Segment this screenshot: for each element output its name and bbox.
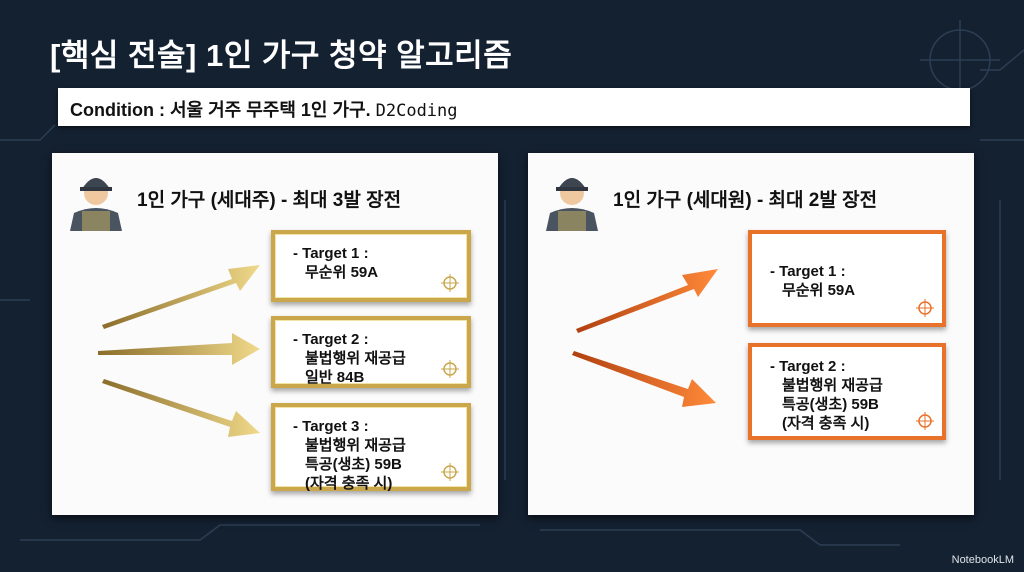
soldier-avatar-icon [546, 178, 598, 231]
panel-heading: 1인 가구 (세대주) - 최대 3발 장전 [137, 190, 402, 211]
target-label: - Target 3 : [293, 418, 369, 435]
target-label: - Target 1 : [770, 263, 846, 280]
panel-household-member: 1인 가구 (세대원) - 최대 2발 장전 - Target 1 : 무순위 … [528, 153, 974, 515]
target-label: - Target 2 : [770, 358, 846, 375]
arrow-icon [102, 379, 260, 437]
crosshair-icon [441, 463, 459, 481]
target-line: 불법행위 재공급 [782, 377, 883, 394]
target-line: (자격 충족 시) [305, 475, 393, 492]
arrow-icon [576, 269, 718, 333]
target-card: - Target 1 : 무순위 59A [748, 230, 946, 327]
panel-householder: 1인 가구 (세대주) - 최대 3발 장전 - Target 1 : 무순위 … [52, 153, 498, 515]
target-line: (자격 충족 시) [782, 415, 870, 432]
target-label: - Target 1 : [293, 245, 369, 262]
target-line: 불법행위 재공급 [305, 437, 406, 454]
target-line: 불법행위 재공급 [305, 350, 406, 367]
gold-arrows [98, 265, 260, 437]
target-card: - Target 2 : 불법행위 재공급 특공(생초) 59B (자격 충족 … [748, 343, 946, 440]
target-line: 무순위 59A [305, 264, 379, 281]
target-card: - Target 3 : 불법행위 재공급 특공(생초) 59B (자격 충족 … [271, 403, 471, 492]
target-card: - Target 1 : 무순위 59A [271, 230, 471, 302]
arrow-icon [98, 333, 260, 365]
condition-font-note: D2Coding [375, 101, 458, 121]
page-title: [핵심 전술] 1인 가구 청약 알고리즘 [50, 38, 513, 73]
target-label: - Target 2 : [293, 331, 369, 348]
target-line: 특공(생초) 59B [782, 396, 879, 413]
condition-sep: : [153, 100, 170, 120]
condition-bar: Condition : 서울 거주 무주택 1인 가구. D2Coding [58, 88, 970, 126]
crosshair-icon [441, 274, 459, 292]
target-line: 특공(생초) 59B [305, 456, 402, 473]
target-line: 일반 84B [305, 369, 365, 386]
target-card: - Target 2 : 불법행위 재공급 일반 84B [271, 316, 471, 388]
notebooklm-watermark: NotebookLM [951, 554, 1014, 566]
target-line: 무순위 59A [782, 282, 856, 299]
crosshair-icon [916, 299, 934, 317]
arrow-icon [102, 265, 260, 329]
condition-text: 서울 거주 무주택 1인 가구. [169, 100, 371, 120]
crosshair-icon [441, 360, 459, 378]
soldier-avatar-icon [70, 178, 122, 231]
condition-label: Condition [70, 100, 154, 120]
crosshair-icon [916, 412, 934, 430]
orange-arrows [572, 269, 718, 407]
panel-heading: 1인 가구 (세대원) - 최대 2발 장전 [613, 190, 878, 211]
arrow-icon [572, 351, 716, 407]
